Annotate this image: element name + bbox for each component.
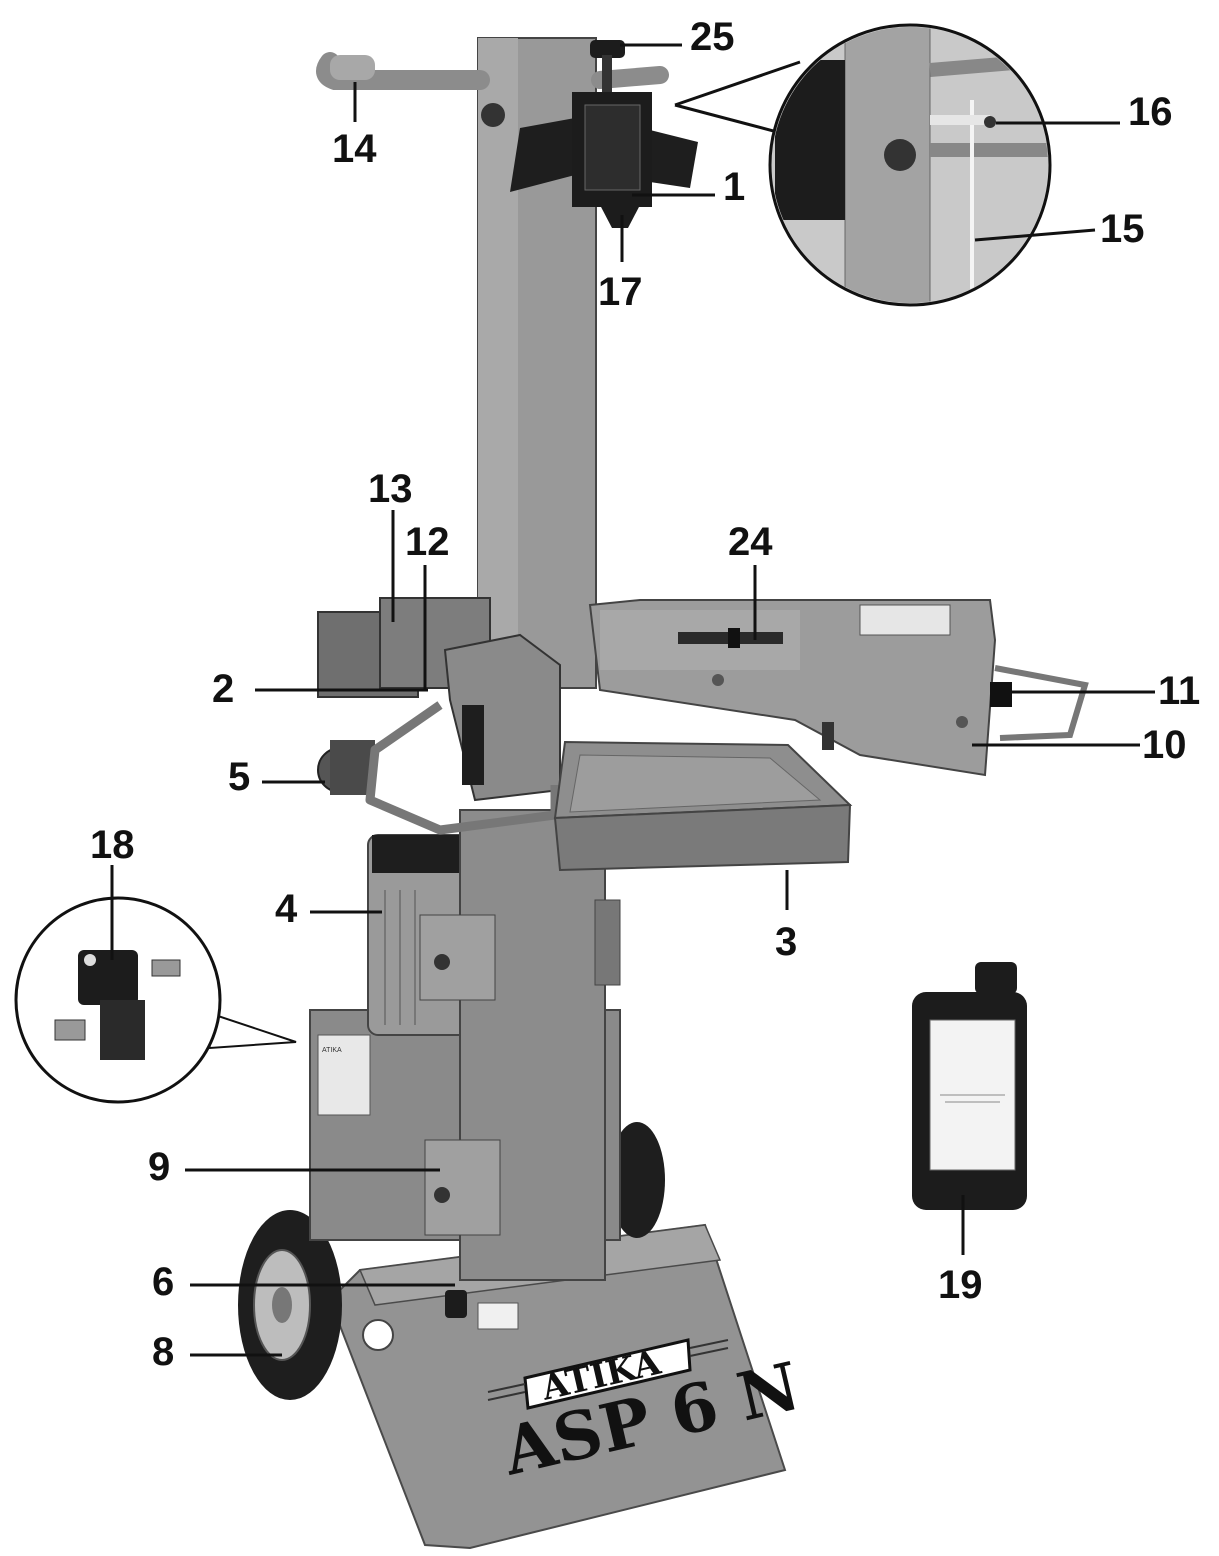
callout-16: 16 [1128,90,1173,134]
oil-bottle [912,962,1027,1210]
side-arm [588,599,1089,777]
callout-25: 25 [690,15,735,59]
callout-6: 6 [152,1260,174,1304]
callout-11: 11 [1158,669,1200,713]
callout-9: 9 [148,1145,170,1189]
svg-text:ATIKA: ATIKA [322,1047,342,1054]
callout-labels: 1 2 3 4 5 6 8 9 10 11 12 13 14 15 16 17 … [90,15,1200,1374]
callout-13: 13 [368,467,413,511]
callout-10: 10 [1142,723,1187,767]
wheel-left [238,1210,342,1400]
log-splitter-machine: ATIKA [238,37,1089,1550]
control-valve-detail [54,950,181,1060]
top-handles [316,52,669,90]
callout-12: 12 [405,520,450,564]
wheel-right [609,1122,665,1238]
control-unit [317,597,561,835]
detail-inset-left [14,896,297,1104]
callout-15: 15 [1100,207,1145,251]
callout-2: 2 [212,667,234,711]
callout-8: 8 [152,1330,174,1374]
callout-14: 14 [332,127,377,171]
callout-5: 5 [228,755,250,799]
callout-4: 4 [275,887,298,931]
callout-3: 3 [775,920,797,964]
splitting-wedge [510,92,698,228]
callout-17: 17 [598,270,643,314]
callout-1: 1 [723,165,745,209]
callout-18: 18 [90,823,135,867]
leader-lines [110,43,1155,1357]
callout-24: 24 [728,520,773,564]
worktable [553,740,853,872]
callout-19: 19 [938,1263,983,1307]
